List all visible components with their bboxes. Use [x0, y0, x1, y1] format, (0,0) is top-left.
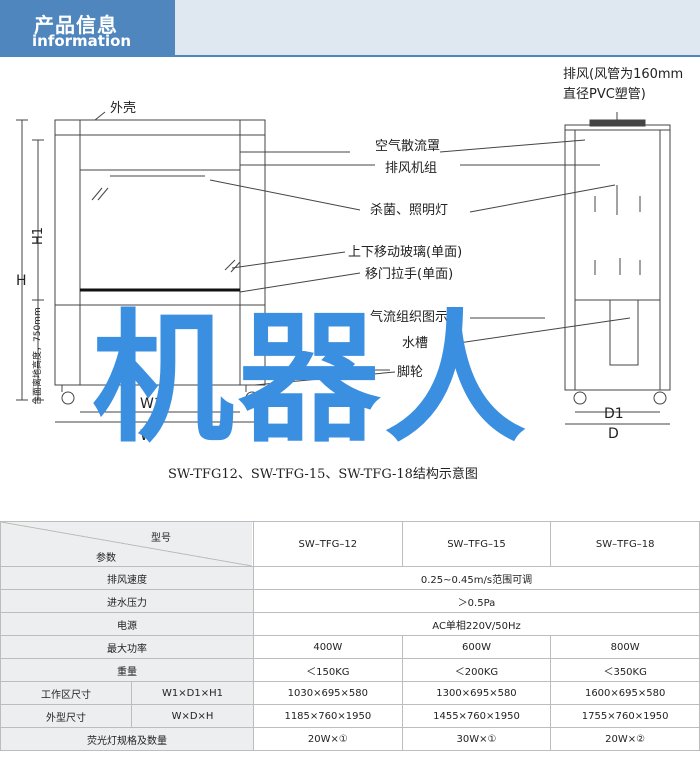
header-title-en: information [32, 32, 132, 50]
row-sublabel: W1×D1×H1 [131, 681, 254, 705]
row-value: 20W×② [550, 727, 700, 751]
label-table-height: 台面离地高度，750mm [31, 307, 43, 405]
header-divider [0, 55, 700, 57]
table-row: 重量 ＜150KG ＜200KG ＜350KG [0, 658, 700, 682]
callout-airflow: 气流组织图示 [370, 309, 448, 325]
row-value: 1600×695×580 [550, 681, 700, 705]
row-value-merged: AC单相220V/50Hz [253, 612, 700, 636]
model-cell: SW–TFG–18 [550, 521, 700, 567]
row-value: ＜350KG [550, 658, 700, 682]
diagram-caption: SW-TFG12、SW-TFG-15、SW-TFG-18结构示意图 [168, 466, 478, 482]
label-d: D [608, 426, 619, 442]
header-param-label: 参数 [96, 553, 116, 564]
callout-glass: 上下移动玻璃(单面) [348, 245, 462, 260]
side-view [564, 112, 671, 425]
row-value: 1755×760×1950 [550, 704, 700, 728]
row-value: 800W [550, 635, 700, 659]
structure-diagram: 外壳 H H1 台面离地高度，750mm 空气散流罩 排风机组 杀菌、照明灯 上… [0, 58, 700, 513]
row-value: ＜150KG [253, 658, 403, 682]
label-exhaust-2: 直径PVC塑管) [563, 87, 646, 102]
row-label: 荧光灯规格及数量 [0, 727, 254, 751]
header-tab: 产品信息 information [0, 0, 175, 55]
label-shell: 外壳 [110, 101, 136, 116]
row-value: 600W [401, 635, 552, 659]
table-row: 工作区尺寸 W1×D1×H1 1030×695×580 1300×695×580… [0, 681, 700, 705]
front-view [16, 111, 631, 423]
table-row: 外型尺寸 W×D×H 1185×760×1950 1455×760×1950 1… [0, 704, 700, 728]
row-label: 电源 [0, 612, 254, 636]
row-value-merged: ＞0.5Pa [253, 589, 700, 613]
row-label: 重量 [0, 658, 254, 682]
callout-exhaust-fan: 排风机组 [385, 161, 437, 176]
row-value: 1030×695×580 [253, 681, 403, 705]
table-header-row: 型号 参数 SW–TFG–12 SW–TFG–15 SW–TFG–18 [0, 521, 700, 567]
row-value: 20W×① [253, 727, 403, 751]
callout-handle: 移门拉手(单面) [365, 267, 453, 282]
table-row: 电源 AC单相220V/50Hz [0, 612, 700, 636]
row-label: 外型尺寸 [0, 704, 132, 728]
watermark-text: 机器人 [92, 297, 530, 462]
row-value: 30W×① [401, 727, 552, 751]
row-value-merged: 0.25~0.45m/s范围可调 [253, 566, 700, 590]
callout-sink: 水槽 [402, 336, 428, 351]
callout-uv-lamp: 杀菌、照明灯 [370, 203, 448, 218]
callout-casters: 脚轮 [397, 364, 423, 380]
label-h: H [16, 273, 27, 289]
row-label: 工作区尺寸 [0, 681, 132, 705]
spec-table: 型号 参数 SW–TFG–12 SW–TFG–15 SW–TFG–18 排风速度… [0, 521, 700, 751]
row-sublabel: W×D×H [131, 704, 254, 728]
header-model-label: 型号 [151, 533, 171, 544]
header-corner-cell: 型号 参数 [0, 521, 254, 567]
label-w1: W1 [140, 396, 163, 412]
row-value: ＜200KG [401, 658, 552, 682]
row-value: 1300×695×580 [401, 681, 552, 705]
row-label: 最大功率 [0, 635, 254, 659]
row-value: 400W [253, 635, 403, 659]
row-value: 1185×760×1950 [253, 704, 403, 728]
header-title-cn: 产品信息 [34, 13, 118, 37]
row-label: 进水压力 [0, 589, 254, 613]
label-d1: D1 [604, 406, 624, 422]
callout-air-hood: 空气散流罩 [375, 138, 440, 154]
label-exhaust-1: 排风(风管为160mm [563, 67, 683, 82]
label-h1: H1 [31, 227, 46, 245]
section-header: 产品信息 information [0, 0, 700, 55]
model-cell: SW–TFG–15 [401, 521, 552, 567]
table-row: 排风速度 0.25~0.45m/s范围可调 [0, 566, 700, 590]
label-w: W [140, 428, 154, 444]
row-label: 排风速度 [0, 566, 254, 590]
table-row: 进水压力 ＞0.5Pa [0, 589, 700, 613]
row-value: 1455×760×1950 [401, 704, 552, 728]
table-row: 荧光灯规格及数量 20W×① 30W×① 20W×② [0, 727, 700, 751]
table-row: 最大功率 400W 600W 800W [0, 635, 700, 659]
model-cell: SW–TFG–12 [253, 521, 403, 567]
